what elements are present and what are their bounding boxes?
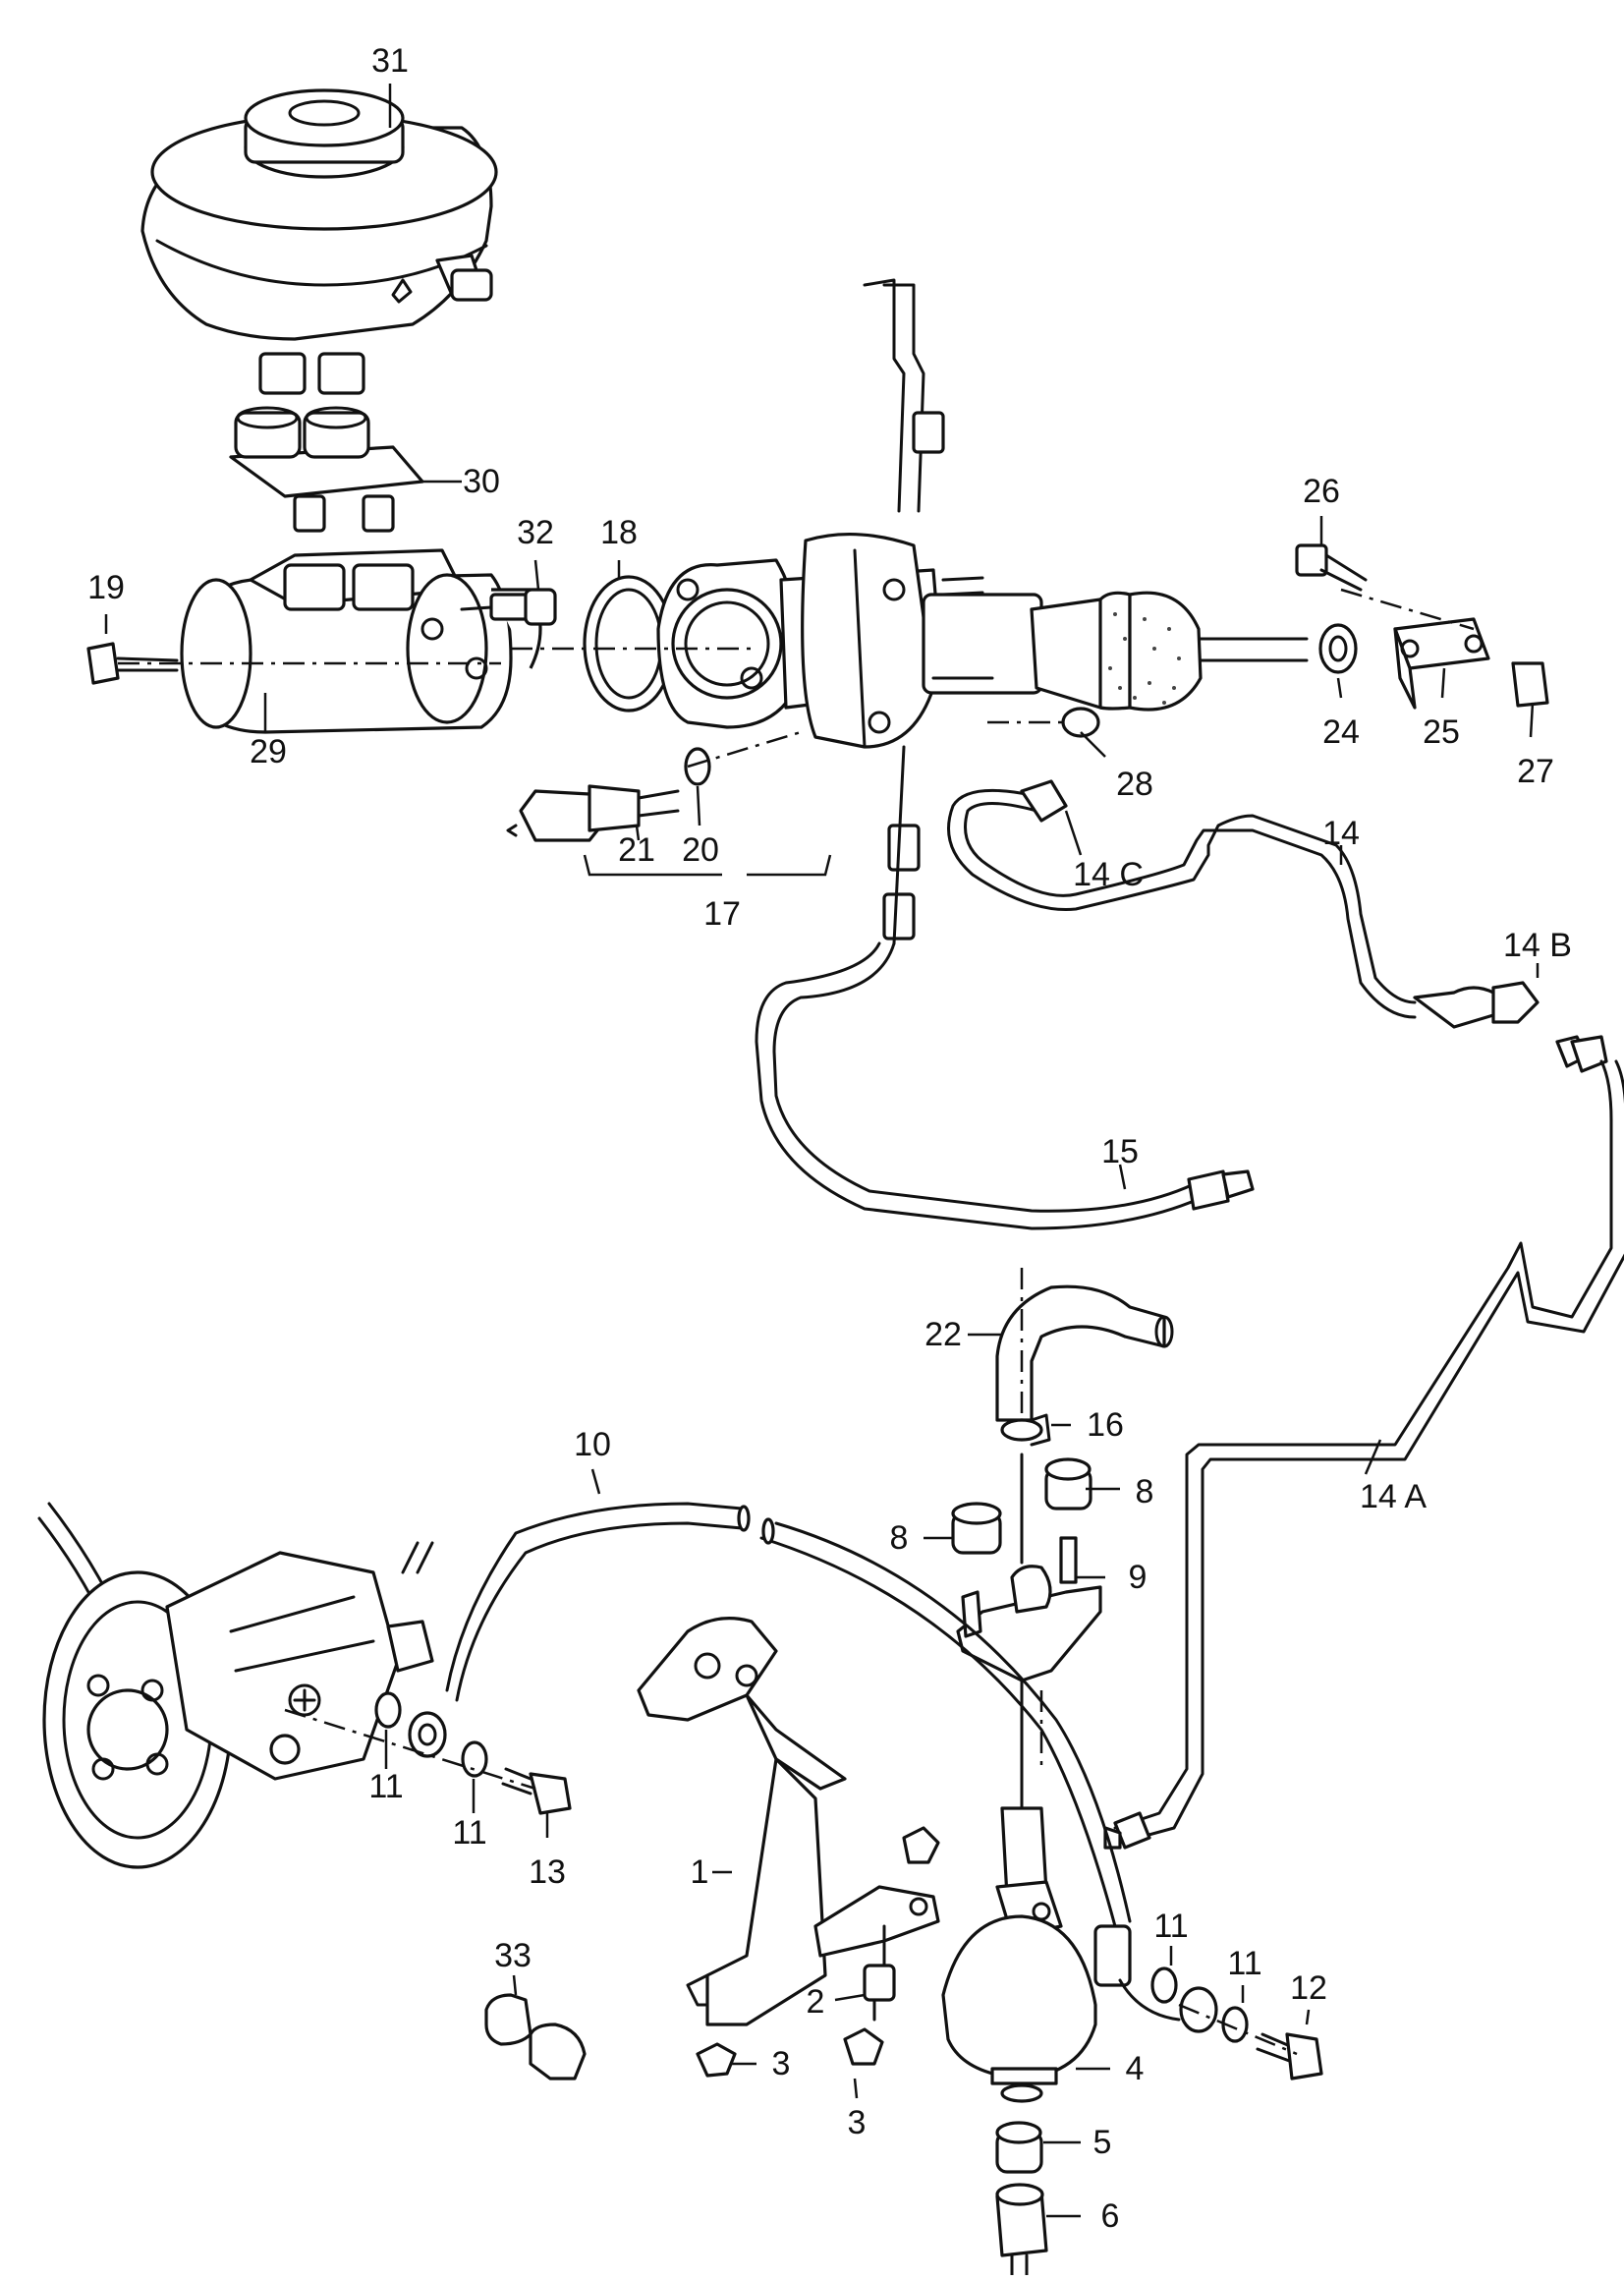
brake-line-15 — [755, 941, 1255, 1230]
bolt-26 — [1295, 543, 1368, 592]
callout-1: 1 — [690, 1853, 709, 1891]
callout-14: 14 — [1322, 815, 1360, 852]
callout-32: 32 — [517, 514, 554, 551]
nut-24 — [1318, 623, 1358, 674]
callout-8a: 8 — [889, 1519, 909, 1557]
callout-16: 16 — [1087, 1406, 1124, 1444]
bolt-19 — [86, 642, 179, 685]
brake-booster — [656, 532, 1309, 749]
callout-6: 6 — [1100, 2197, 1120, 2235]
callout-10: 10 — [574, 1426, 611, 1463]
callout-13: 13 — [529, 1853, 566, 1891]
callout-11b: 11 — [452, 1814, 487, 1852]
vacuum-hose-22 — [995, 1284, 1174, 1422]
callout-21: 21 — [618, 831, 655, 869]
callout-14a: 14 A — [1359, 1478, 1428, 1515]
callout-14b: 14 B — [1503, 927, 1572, 964]
callout-26: 26 — [1303, 473, 1340, 510]
callout-30: 30 — [463, 463, 500, 500]
accumulator-bracket-9 — [956, 1453, 1102, 1682]
rubber-mount-8a — [951, 1502, 1002, 1555]
brake-fluid-reservoir — [140, 88, 498, 395]
callout-2: 2 — [806, 1983, 825, 2021]
master-cylinder — [180, 548, 542, 734]
callout-27: 27 — [1517, 753, 1554, 790]
nut-3a — [902, 1826, 940, 1864]
callout-24: 24 — [1322, 713, 1360, 751]
callout-29: 29 — [250, 733, 287, 770]
callout-11a: 11 — [368, 1768, 404, 1805]
callout-11d: 11 — [1227, 1945, 1262, 1982]
bracket-17-brace — [583, 854, 832, 877]
rubber-mount-8b — [1044, 1457, 1092, 1510]
washer-11a — [374, 1691, 402, 1729]
callout-20: 20 — [682, 831, 719, 869]
callout-14c: 14 C — [1073, 856, 1144, 893]
callout-3a: 3 — [771, 2045, 791, 2082]
washer-11c — [1150, 1966, 1178, 2004]
pressure-accumulator-4 — [941, 1679, 1097, 2103]
callout-3b: 3 — [847, 2104, 867, 2141]
callout-9: 9 — [1128, 1559, 1148, 1596]
grommet-5 — [995, 2121, 1043, 2174]
stud-2 — [863, 1924, 896, 2022]
washer-11b — [461, 1740, 488, 1778]
callout-11c: 11 — [1153, 1908, 1189, 1945]
callout-22: 22 — [924, 1316, 962, 1353]
seal-washer-20 — [684, 747, 711, 786]
banjo-fitting-right — [1118, 1978, 1218, 2033]
callout-15: 15 — [1101, 1133, 1139, 1170]
grommet-6 — [995, 2183, 1048, 2277]
callout-8b: 8 — [1135, 1473, 1154, 1510]
callout-25: 25 — [1423, 713, 1460, 751]
callout-19: 19 — [87, 569, 125, 606]
clip-33 — [484, 1993, 587, 2080]
callout-17: 17 — [703, 895, 741, 933]
callout-31: 31 — [371, 42, 409, 80]
callout-28: 28 — [1116, 766, 1153, 803]
power-steering-pump — [37, 1502, 434, 1869]
banjo-bolt-12 — [1256, 2032, 1323, 2080]
mounting-bracket-1 — [637, 1617, 940, 2026]
banjo-fitting — [408, 1711, 447, 1758]
callout-18: 18 — [600, 514, 638, 551]
callout-12: 12 — [1290, 1969, 1327, 2007]
clevis-25 — [1393, 617, 1490, 710]
banjo-bolt-13 — [501, 1767, 572, 1815]
pressure-switch-21 — [506, 784, 680, 842]
callout-5: 5 — [1092, 2124, 1112, 2161]
brake-line-14a — [1103, 1059, 1624, 1850]
hose-clamp-16 — [1000, 1413, 1051, 1447]
retaining-clip-27 — [1511, 661, 1549, 708]
hydraulic-hose-10 — [445, 1502, 1132, 1987]
brake-light-switch — [460, 588, 557, 626]
nut-3b — [696, 2027, 884, 2078]
callout-4: 4 — [1125, 2050, 1145, 2087]
nut-28 — [1061, 707, 1100, 738]
brake-line-vertical — [863, 278, 945, 945]
centerlines — [118, 588, 1475, 2056]
leader-lines — [104, 84, 1540, 2218]
brake-line-14 — [947, 779, 1608, 1073]
reservoir-seal-plate — [229, 406, 424, 533]
callout-33: 33 — [494, 1937, 532, 1974]
